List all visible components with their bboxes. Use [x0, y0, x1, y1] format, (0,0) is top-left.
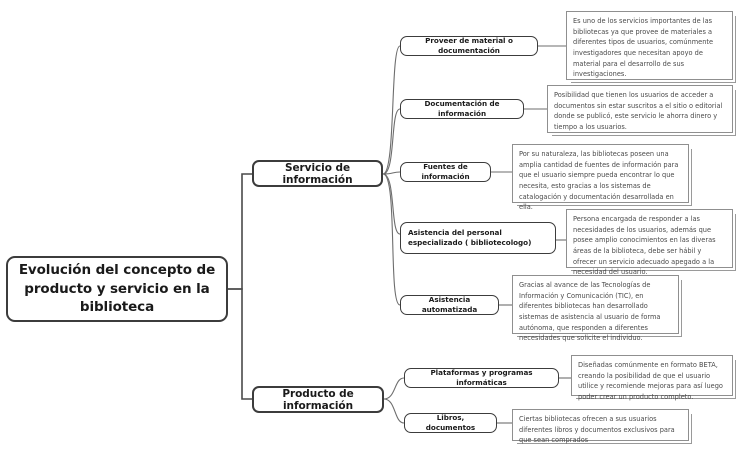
leaf-node-label: Proveer de material o documentación	[425, 36, 513, 55]
leaf-node-libros-documentos[interactable]: Libros, documentos	[404, 413, 497, 433]
leaf-node-asistencia-del-personal-especializado[interactable]: Asistencia del personal especializado ( …	[400, 222, 556, 254]
note-documentacion-de-informacion: Posibilidad que tienen los usuarios de a…	[547, 85, 733, 133]
note-proveer-de-material-o-documentacion: Es uno de los servicios importantes de l…	[566, 11, 733, 80]
leaf-node-label: Fuentes de información	[421, 162, 470, 181]
leaf-node-asistencia-automatizada[interactable]: Asistencia automatizada	[400, 295, 499, 315]
leaf-node-label: Libros, documentos	[425, 413, 476, 432]
leaf-node-label: Documentación de información	[424, 99, 500, 118]
note-text: Es uno de los servicios importantes de l…	[573, 17, 714, 79]
branch-node-label: Servicio de información	[282, 161, 353, 186]
root-node-label: Evolución del concepto de producto y ser…	[18, 262, 216, 316]
note-libros-documentos: Ciertas bibliotecas ofrecen a sus usuari…	[512, 409, 689, 445]
note-asistencia-del-personal-especializado: Persona encargada de responder a las nec…	[566, 209, 733, 276]
leaf-node-label: Asistencia automatizada	[421, 295, 478, 314]
leaf-node-documentacion-de-informacion[interactable]: Documentación de información	[400, 99, 524, 119]
branch-node-producto-de-informacion[interactable]: Producto de información	[252, 386, 384, 413]
branch-node-servicio-de-informacion[interactable]: Servicio de información	[252, 160, 383, 187]
leaf-node-label: Plataformas y programas informáticas	[430, 368, 533, 387]
leaf-node-label: Asistencia del personal especializado ( …	[408, 228, 532, 247]
leaf-node-proveer-de-material-o-documentacion[interactable]: Proveer de material o documentación	[400, 36, 538, 56]
note-text: Persona encargada de responder a las nec…	[573, 215, 716, 277]
note-asistencia-automatizada: Gracias al avance de las Tecnologías de …	[512, 275, 679, 342]
note-text: Diseñadas comúnmente en formato BETA, cr…	[578, 361, 723, 402]
leaf-node-fuentes-de-informacion[interactable]: Fuentes de información	[400, 162, 491, 182]
note-fuentes-de-informacion: Por su naturaleza, las bibliotecas posee…	[512, 144, 689, 211]
root-node[interactable]: Evolución del concepto de producto y ser…	[6, 256, 228, 322]
note-plataformas-y-programas-informaticas: Diseñadas comúnmente en formato BETA, cr…	[571, 355, 733, 401]
note-text: Ciertas bibliotecas ofrecen a sus usuari…	[519, 415, 675, 445]
note-text: Gracias al avance de las Tecnologías de …	[519, 281, 661, 343]
note-text: Por su naturaleza, las bibliotecas posee…	[519, 150, 679, 212]
branch-node-label: Producto de información	[282, 387, 354, 412]
leaf-node-plataformas-y-programas-informaticas[interactable]: Plataformas y programas informáticas	[404, 368, 559, 388]
note-text: Posibilidad que tienen los usuarios de a…	[554, 91, 723, 132]
